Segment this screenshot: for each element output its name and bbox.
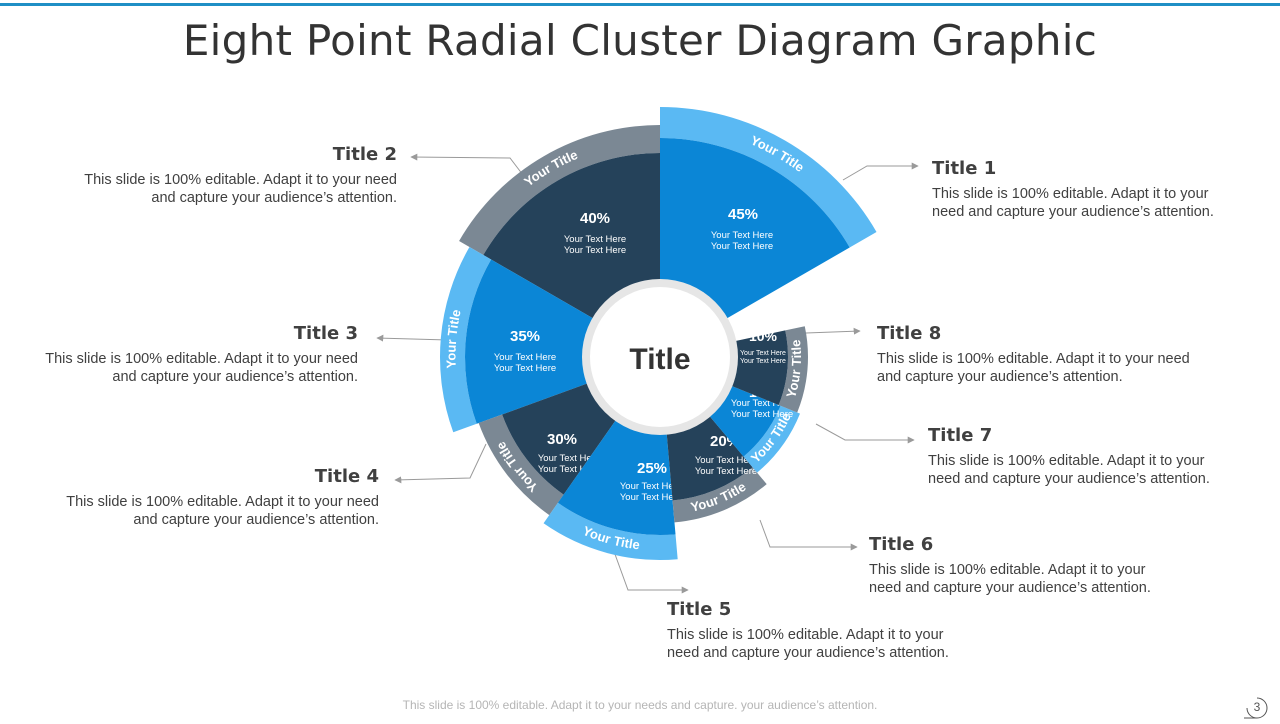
segment-3-text-line: Your Text Here <box>494 363 556 374</box>
segment-2-percent: 40% <box>580 210 610 227</box>
callout-heading: Title 5 <box>667 599 732 620</box>
callout-title-7: Title 7 This slide is 100% editable. Ada… <box>928 425 1258 488</box>
callout-heading: Title 4 <box>314 466 379 487</box>
slide-title: Eight Point Radial Cluster Diagram Graph… <box>182 16 1098 65</box>
segment-8-outer-ring <box>778 326 808 413</box>
segment-7-outer-ring <box>743 405 801 473</box>
segment-4-outer-ring <box>478 414 564 516</box>
segment-2-text-line: Your Text Here <box>564 234 626 245</box>
footer-note: This slide is 100% editable. Adapt it to… <box>402 698 878 712</box>
callout-text: This slide is 100% editable. Adapt it to… <box>869 562 1151 596</box>
segment-1-text-line: Your Text Here <box>711 241 773 252</box>
connector-line-2 <box>410 153 524 176</box>
segment-7-text-line: Your Text Here <box>731 409 793 420</box>
page-number-badge: 3 <box>1214 697 1270 719</box>
segment-5-outer-ring <box>543 502 678 560</box>
callout-text: This slide is 100% editable. Adapt it to… <box>45 351 358 385</box>
segment-3-wedge <box>465 259 600 424</box>
callout-text: This slide is 100% editable. Adapt it to… <box>928 453 1210 487</box>
segment-2-wedge <box>483 153 660 322</box>
callout-text: This slide is 100% editable. Adapt it to… <box>932 186 1214 220</box>
segment-5-text-line: Your Text Here <box>620 492 682 503</box>
connector-line-8 <box>805 327 861 335</box>
connector-line-7 <box>815 423 915 444</box>
callout-title-8: Title 8 This slide is 100% editable. Ada… <box>877 323 1237 386</box>
callout-text: This slide is 100% editable. Adapt it to… <box>66 494 379 528</box>
segment-2-text-line: Your Text Here <box>564 245 626 256</box>
segment-6-wedge <box>666 410 753 501</box>
segment-8-percent: 10% <box>749 328 778 344</box>
segment-5-wedge <box>557 414 676 535</box>
callout-heading: Title 8 <box>877 323 942 344</box>
segment-5-percent: 25% <box>637 460 667 477</box>
top-accent-rule <box>0 3 1280 6</box>
segment-3-percent: 35% <box>510 328 540 345</box>
segment-7-text-line: Your Text Here <box>731 398 793 409</box>
segment-1-wedge <box>660 138 850 322</box>
callout-text: This slide is 100% editable. Adapt it to… <box>877 351 1190 385</box>
callout-text: This slide is 100% editable. Adapt it to… <box>667 627 949 661</box>
segment-8-text-line: Your Text Here <box>740 350 786 357</box>
segment-1-text-line: Your Text Here <box>711 230 773 241</box>
segment-4-wedge <box>502 380 620 495</box>
callout-heading: Title 3 <box>293 323 358 344</box>
callout-title-5: Title 5 This slide is 100% editable. Ada… <box>667 599 997 662</box>
connector-line-5 <box>611 545 689 594</box>
segment-6-text-line: Your Text Here <box>695 466 757 477</box>
segment-5-text-line: Your Text Here <box>620 481 682 492</box>
segment-6-outer-ring <box>672 467 767 523</box>
callout-heading: Title 1 <box>932 158 997 179</box>
segment-8-wedge <box>724 330 788 405</box>
segment-2-outer-ring <box>459 125 660 255</box>
callout-heading: Title 2 <box>332 144 397 165</box>
segment-1-outer-ring <box>660 107 877 248</box>
page-number: 3 <box>1253 700 1261 714</box>
connector-lines <box>376 153 919 594</box>
callout-heading: Title 7 <box>928 425 993 446</box>
segment-4-percent: 30% <box>547 431 577 448</box>
connector-line-4 <box>394 443 487 484</box>
hub-circle <box>590 287 730 427</box>
callout-title-1: Title 1 This slide is 100% editable. Ada… <box>932 158 1262 221</box>
connector-line-6 <box>759 519 858 551</box>
segment-4-text-line: Your Text Here <box>538 453 600 464</box>
callout-text: This slide is 100% editable. Adapt it to… <box>84 172 397 206</box>
connector-line-3 <box>376 334 449 342</box>
callout-heading: Title 6 <box>869 534 934 555</box>
segment-1-percent: 45% <box>728 206 758 223</box>
callout-title-2: Title 2 This slide is 100% editable. Ada… <box>40 144 397 207</box>
segment-4-text-line: Your Text Here <box>538 464 600 475</box>
segment-3-outer-ring <box>440 247 492 433</box>
hub-title: Title <box>629 343 690 376</box>
connector-line-1 <box>842 162 919 181</box>
segment-3-text-line: Your Text Here <box>494 352 556 363</box>
callout-title-6: Title 6 This slide is 100% editable. Ada… <box>869 534 1199 597</box>
center-hub: Title <box>582 279 738 435</box>
callout-title-4: Title 4 This slide is 100% editable. Ada… <box>20 466 379 529</box>
segment-6-text-line: Your Text Here <box>695 455 757 466</box>
callout-title-3: Title 3 This slide is 100% editable. Ada… <box>0 323 358 386</box>
segment-8-text-line: Your Text Here <box>740 358 786 365</box>
